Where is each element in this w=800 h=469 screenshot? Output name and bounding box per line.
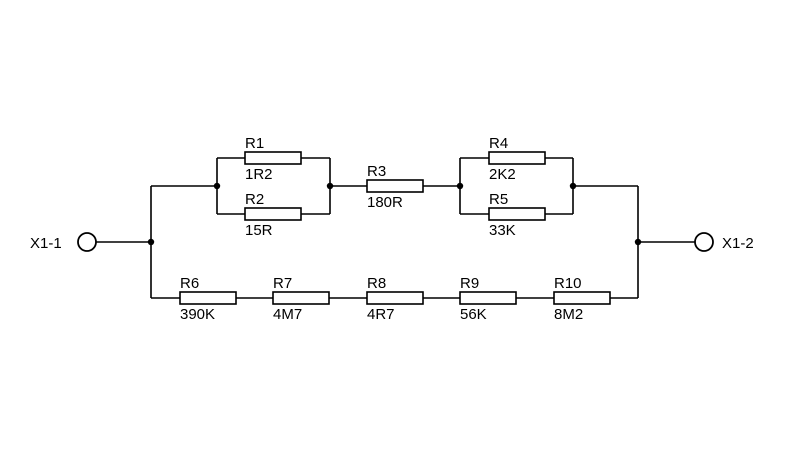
junction-dot: [213, 182, 221, 190]
junction-dot: [147, 238, 155, 246]
resistor-value: 33K: [489, 222, 516, 239]
resistor-r10: R10 8M2: [553, 275, 611, 323]
resistor-ref: R5: [489, 191, 508, 208]
junction-dot: [634, 238, 642, 246]
resistor-ref: R4: [489, 135, 508, 152]
resistor-r8: R8 4R7: [366, 275, 424, 323]
resistor-r9: R9 56K: [459, 275, 517, 323]
resistor-value: 4M7: [273, 306, 302, 323]
resistor-ref: R6: [180, 275, 199, 292]
resistor-value: 180R: [367, 194, 403, 211]
terminal-x1-1: X1-1: [30, 232, 97, 252]
terminal-circle: [694, 232, 714, 252]
resistor-r6: R6 390K: [179, 275, 237, 323]
resistor-value: 56K: [460, 306, 487, 323]
junction-dot: [569, 182, 577, 190]
wires: [96, 157, 695, 299]
resistor-body: [179, 291, 237, 305]
resistor-body: [244, 151, 302, 165]
resistor-value: 2K2: [489, 166, 516, 183]
junction-dot: [456, 182, 464, 190]
junction-dot: [326, 182, 334, 190]
resistor-body: [244, 207, 302, 221]
resistor-value: 4R7: [367, 306, 395, 323]
junction-dots: [147, 182, 642, 246]
resistor-ref: R7: [273, 275, 292, 292]
terminal-label: X1-1: [30, 235, 62, 252]
terminal-label: X1-2: [722, 235, 754, 252]
resistor-value: 8M2: [554, 306, 583, 323]
resistor-value: 1R2: [245, 166, 273, 183]
resistor-ref: R10: [554, 275, 582, 292]
terminal-circle: [77, 232, 97, 252]
resistor-r5: R5 33K: [488, 191, 546, 239]
resistor-body: [488, 207, 546, 221]
resistor-ref: R3: [367, 163, 386, 180]
resistor-r7: R7 4M7: [272, 275, 330, 323]
resistor-body: [366, 291, 424, 305]
resistor-body: [459, 291, 517, 305]
resistor-ref: R1: [245, 135, 264, 152]
terminal-x1-2: X1-2: [694, 232, 754, 252]
resistor-r1: R1 1R2: [244, 135, 302, 183]
resistor-ref: R9: [460, 275, 479, 292]
resistor-ref: R8: [367, 275, 386, 292]
resistor-r3: R3 180R: [366, 163, 424, 211]
resistor-r2: R2 15R: [244, 191, 302, 239]
resistor-value: 15R: [245, 222, 273, 239]
resistor-body: [488, 151, 546, 165]
resistor-body: [553, 291, 611, 305]
resistor-r4: R4 2K2: [488, 135, 546, 183]
resistor-value: 390K: [180, 306, 215, 323]
resistor-body: [366, 179, 424, 193]
resistor-body: [272, 291, 330, 305]
resistor-ref: R2: [245, 191, 264, 208]
